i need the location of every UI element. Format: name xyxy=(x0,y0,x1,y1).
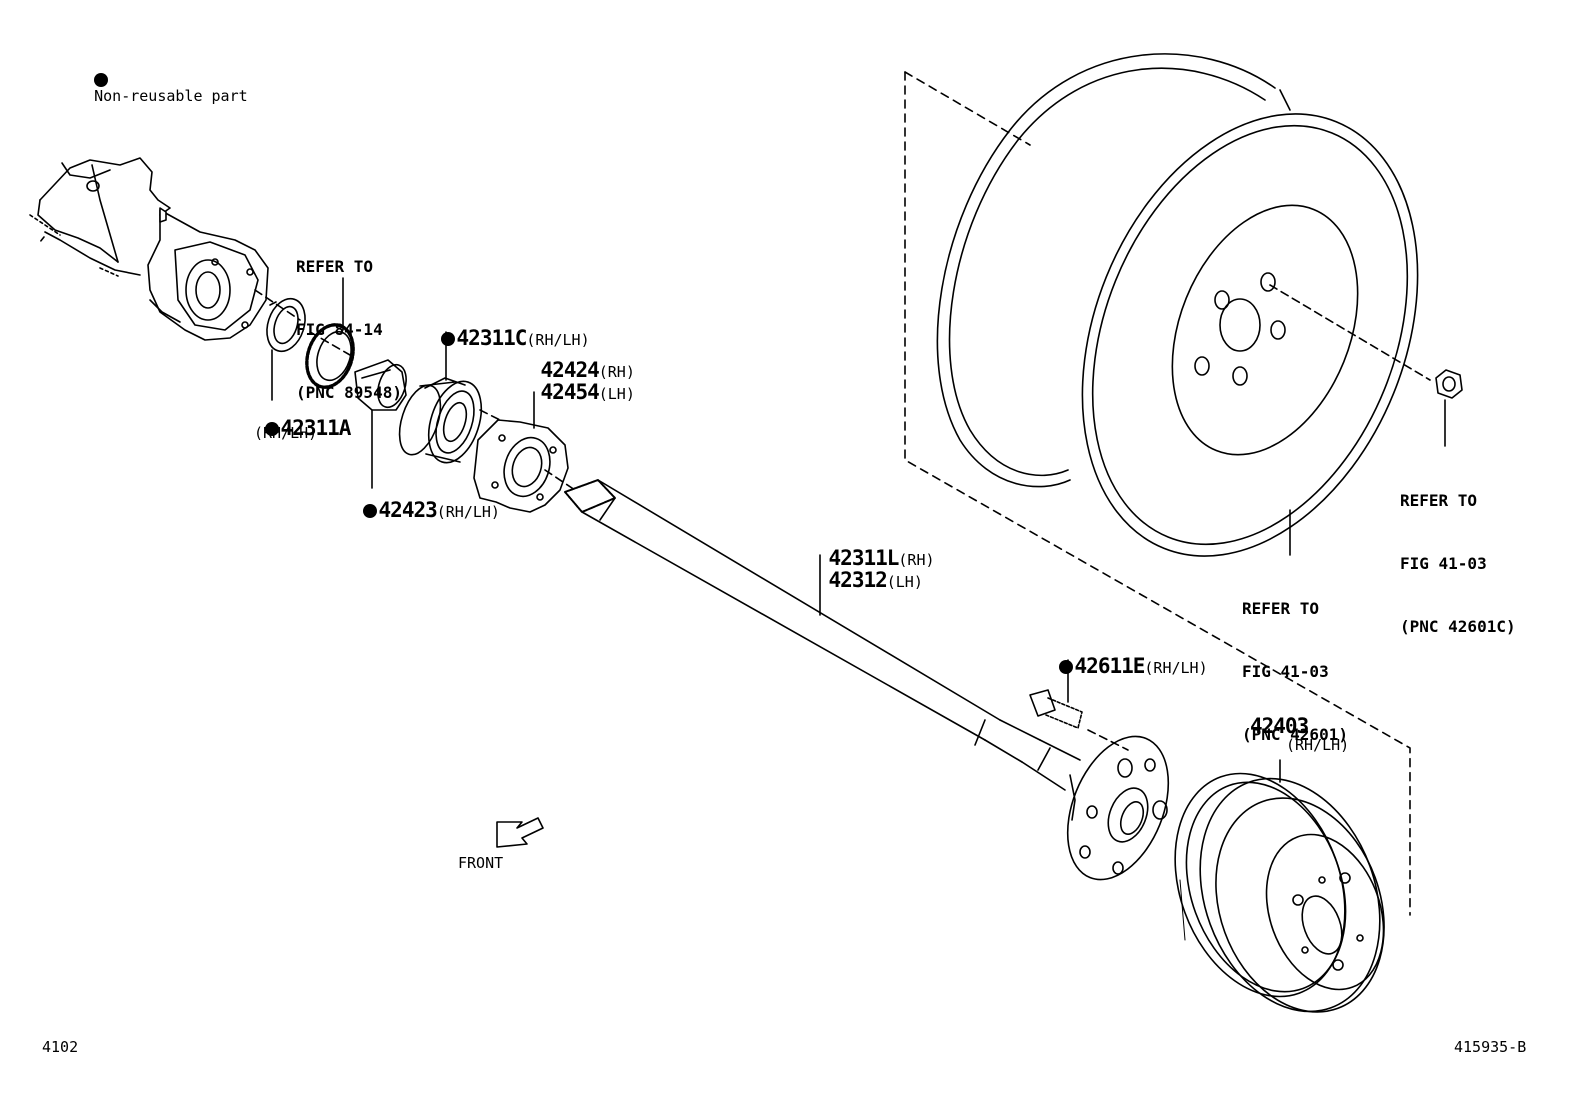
non-reusable-dot-icon xyxy=(1058,660,1073,674)
callout-line: REFER TO xyxy=(1400,491,1478,510)
callout-line: (PNC 89548) xyxy=(296,383,402,402)
part-number: 42312 xyxy=(828,568,888,592)
callout-line: (PNC 42601) xyxy=(1242,725,1348,744)
assembly-outline xyxy=(904,71,1411,916)
bearing-retainer-plate-part xyxy=(473,419,569,513)
callout-42454: 42454(LH) xyxy=(502,366,635,419)
axle-hub-flange-part xyxy=(1066,735,1170,881)
axle-shaft-part xyxy=(564,479,1081,791)
part-suffix: (RH/LH) xyxy=(1144,659,1208,677)
figure-code: 415935-B xyxy=(1454,1038,1527,1056)
page-code: 4102 xyxy=(42,1038,79,1056)
callout-42403-suffix: (RH/LH) xyxy=(1286,736,1350,754)
part-suffix: (LH) xyxy=(886,573,923,591)
part-number: 42423 xyxy=(378,498,438,522)
hub-nut-part xyxy=(1435,369,1463,399)
callout-42403: 42403 xyxy=(1250,714,1309,738)
callout-line: REFER TO xyxy=(296,257,374,276)
callout-42312: 42312(LH) xyxy=(790,554,923,607)
callout-line: FIG 84-14 xyxy=(296,320,383,339)
part-axis-line xyxy=(1087,729,1129,751)
callout-42611e: 42611E(RH/LH) xyxy=(1020,640,1208,693)
callout-42424: 42424(RH) xyxy=(502,344,635,397)
part-axis-line xyxy=(544,469,576,491)
callout-42311c: 42311C(RH/LH) xyxy=(402,312,590,365)
callout-line: FIG 41-03 xyxy=(1242,662,1329,681)
callout-line: (PNC 42601C) xyxy=(1400,617,1516,636)
non-reusable-dot-icon xyxy=(362,504,377,518)
callout-42311l: 42311L(RH) xyxy=(790,532,935,585)
retainer-ring-part xyxy=(354,359,407,411)
assembly-outline xyxy=(904,71,1031,146)
part-suffix: (RH) xyxy=(898,551,935,569)
part-number: 42311C xyxy=(456,326,528,350)
hub-bolt-part xyxy=(1029,689,1083,729)
axle-housing xyxy=(29,157,269,341)
front-label: FRONT xyxy=(458,854,504,872)
callout-42423: 42423(RH/LH) xyxy=(324,484,500,537)
brake-drum-part xyxy=(1174,772,1385,1013)
oil-seal-part xyxy=(266,297,306,353)
part-axis-line xyxy=(1269,284,1431,381)
callout-42311a-suffix: (RH/LH) xyxy=(254,424,318,442)
sensor-rotor-gear-part xyxy=(305,323,355,389)
non-reusable-dot-icon xyxy=(440,332,455,346)
non-reusable-dot-icon xyxy=(94,73,109,87)
front-direction-arrow-icon xyxy=(496,817,544,848)
part-number: 42424 xyxy=(540,358,600,382)
non-reusable-dot-icon xyxy=(264,422,279,436)
disc-wheel-part xyxy=(936,53,1419,557)
callout-refer-89548: REFER TO FIG 84-14 (PNC 89548) xyxy=(296,214,402,445)
callout-refer-42601c: REFER TO FIG 41-03 (PNC 42601C) xyxy=(1400,448,1516,679)
callout-line: REFER TO xyxy=(1242,599,1320,618)
part-suffix: (RH/LH) xyxy=(526,331,590,349)
part-suffix: (LH) xyxy=(598,385,635,403)
part-number: 42311A xyxy=(280,416,352,440)
legend-text: Non-reusable part xyxy=(94,87,248,105)
part-number: 42611E xyxy=(1074,654,1146,678)
part-axis-line xyxy=(479,409,501,421)
part-number: 42454 xyxy=(540,380,600,404)
part-number: 42311L xyxy=(828,546,900,570)
part-suffix: (RH/LH) xyxy=(436,503,500,521)
callout-42311a: 42311A xyxy=(226,402,352,455)
callout-refer-42601: REFER TO FIG 41-03 (PNC 42601) xyxy=(1242,556,1348,787)
legend: Non-reusable part xyxy=(58,58,248,119)
callout-line: FIG 41-03 xyxy=(1400,554,1487,573)
part-suffix: (RH) xyxy=(598,363,635,381)
bearing-part xyxy=(398,377,483,464)
